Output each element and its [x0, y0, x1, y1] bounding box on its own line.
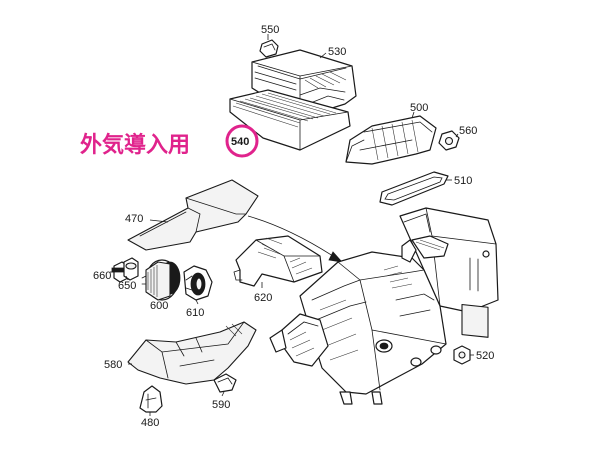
part-580-lower-duct: [127, 321, 257, 385]
part-number-580: 580: [104, 359, 122, 371]
part-number-520: 520: [476, 350, 494, 362]
part-number-560: 560: [459, 125, 477, 137]
part-510-seal: [379, 171, 452, 206]
part-number-540: 540: [231, 136, 249, 148]
assembly-arrow: [247, 215, 344, 263]
part-470-panel: [127, 179, 259, 251]
part-number-600: 600: [150, 300, 168, 312]
part-590-clip: [213, 373, 237, 397]
part-480-bracket: [139, 385, 163, 416]
part-number-610: 610: [186, 307, 204, 319]
part-550-clip: [259, 34, 279, 58]
part-number-660: 660: [93, 270, 111, 282]
part-number-480: 480: [141, 417, 159, 429]
part-number-590: 590: [212, 399, 230, 411]
part-540-cabin-filter: [229, 89, 351, 151]
part-610-blower-housing: [183, 265, 213, 305]
part-number-530: 530: [328, 46, 346, 58]
part-number-500: 500: [410, 102, 428, 114]
part-number-620: 620: [254, 292, 272, 304]
part-number-550: 550: [261, 24, 279, 36]
part-number-510: 510: [454, 175, 472, 187]
part-520-nut: [453, 345, 474, 365]
hvac-main-housing: [269, 207, 499, 405]
callout-label-outside-air: 外気導入用: [80, 132, 190, 158]
part-600-blower-motor: [141, 259, 181, 301]
part-number-470: 470: [125, 213, 143, 225]
part-560-nut: [438, 130, 460, 151]
callout-circle-540: [225, 124, 259, 158]
part-number-650: 650: [118, 280, 136, 292]
part-650-bushing: [111, 257, 139, 281]
part-620-flap-housing: [233, 235, 323, 288]
part-500-intake-duct: [345, 111, 437, 165]
